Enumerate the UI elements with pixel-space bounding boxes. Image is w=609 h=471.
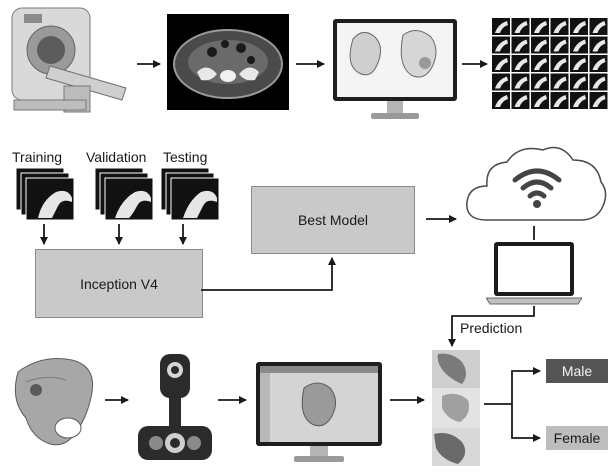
- grid-tile: [550, 36, 569, 54]
- grid-tile: [511, 73, 530, 91]
- training-image-stack: [15, 167, 76, 222]
- grid-tile: [570, 36, 588, 54]
- grid-tile: [589, 36, 608, 54]
- grid-tile: [550, 18, 569, 35]
- male-output-box: Male: [546, 359, 608, 383]
- grid-tile: [550, 73, 569, 91]
- grid-tile: [531, 18, 549, 35]
- 3d-handheld-scanner-icon: [136, 352, 214, 464]
- grid-tile: [492, 18, 510, 35]
- grid-tile: [570, 92, 588, 109]
- grid-tile: [511, 92, 530, 109]
- inception-v4-label: Inception V4: [80, 275, 158, 292]
- best-model-box: Best Model: [251, 186, 415, 254]
- monitor-3d-model-icon: [254, 360, 384, 466]
- grid-tile: [492, 92, 510, 109]
- validation-image-stack: [94, 167, 155, 222]
- grid-tile: [511, 55, 530, 72]
- grid-tile: [570, 55, 588, 72]
- male-label: Male: [561, 363, 593, 379]
- arrow-split-to-male: [511, 367, 541, 404]
- grid-tile: [511, 18, 530, 35]
- grid-tile: [531, 92, 549, 109]
- prediction-image-strip: [432, 350, 480, 466]
- grid-tile: [550, 92, 569, 109]
- validation-label: Validation: [86, 149, 147, 165]
- ct-scanner-icon: [4, 4, 132, 116]
- grid-tile: [550, 55, 569, 72]
- grid-tile: [570, 18, 588, 35]
- grid-tile: [589, 73, 608, 91]
- grid-tile: [589, 55, 608, 72]
- training-label: Training: [12, 149, 63, 165]
- arrow-split-to-female: [511, 404, 541, 442]
- grid-tile: [531, 55, 549, 72]
- grid-tile: [570, 73, 588, 91]
- grid-tile: [589, 18, 608, 35]
- grid-tile: [492, 55, 510, 72]
- ct-slice-image: [167, 14, 289, 110]
- arrow-inception-to-best: [201, 257, 336, 291]
- testing-image-stack: [160, 167, 221, 222]
- grid-tile: [492, 36, 510, 54]
- grid-tile: [531, 36, 549, 54]
- cloud-wifi-icon: [463, 140, 609, 226]
- laptop-icon: [485, 240, 583, 306]
- pelvic-bone-photo: [6, 352, 104, 452]
- inception-v4-box: Inception V4: [35, 249, 203, 318]
- testing-label: Testing: [163, 149, 208, 165]
- grid-tile: [531, 73, 549, 91]
- grid-tile: [511, 36, 530, 54]
- grid-tile: [492, 73, 510, 91]
- grid-tile: [589, 92, 608, 109]
- female-label: Female: [553, 430, 601, 446]
- best-model-label: Best Model: [297, 212, 369, 228]
- image-tiles-grid: [492, 18, 608, 114]
- prediction-label: Prediction: [460, 320, 523, 336]
- monitor-3d-pelvis-icon: [331, 17, 459, 125]
- female-output-box: Female: [546, 426, 608, 450]
